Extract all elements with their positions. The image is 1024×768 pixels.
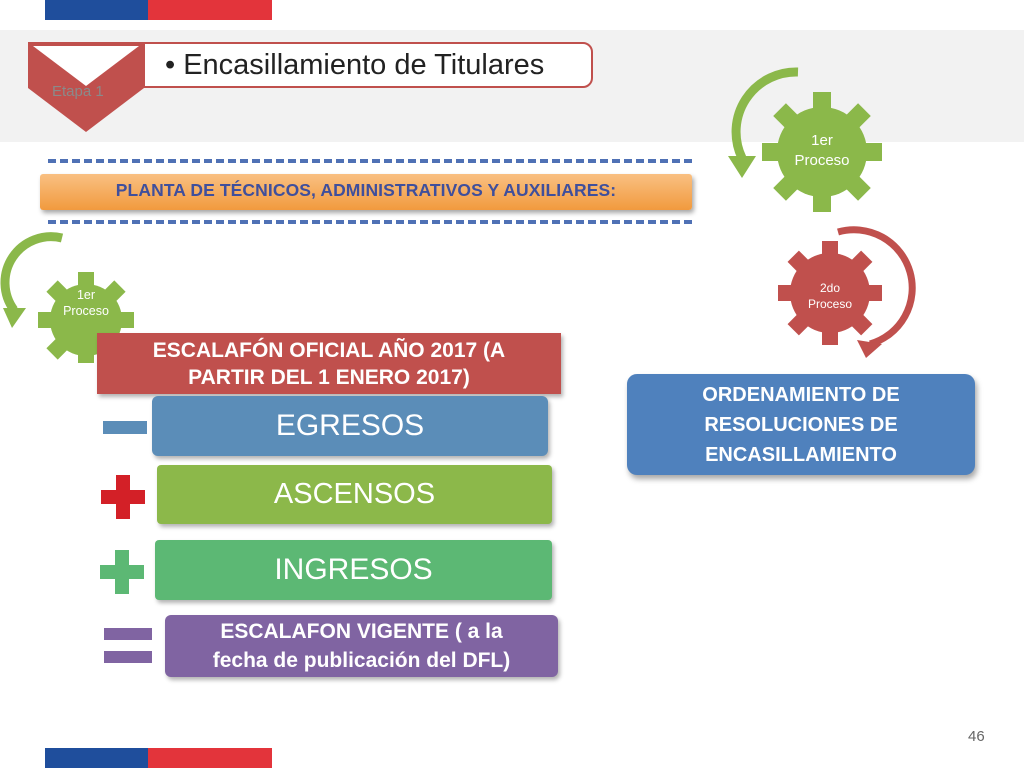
minus-icon — [103, 421, 147, 434]
equals-icon — [104, 628, 152, 664]
flag-bar-bottom — [45, 748, 272, 768]
ingresos-label: INGRESOS — [274, 553, 433, 586]
arrow-head-icon — [857, 340, 882, 358]
egresos-box: EGRESOS — [152, 396, 548, 456]
gear-right-group — [728, 67, 916, 358]
gear-right-second-label: 2do Proceso — [807, 281, 853, 311]
curved-arrow-icon — [837, 226, 916, 348]
dashed-divider-top — [48, 159, 692, 163]
escalafon-oficial-box: ESCALAFÓN OFICIAL AÑO 2017 (A PARTIR DEL… — [97, 333, 561, 394]
gear-left-label: 1er Proceso — [63, 288, 109, 318]
plus-icon-green — [100, 550, 144, 594]
dashed-divider-bottom — [48, 220, 692, 224]
escalafon-vigente-box: ESCALAFON VIGENTE ( a la fecha de public… — [165, 615, 558, 677]
arrow-head-icon — [728, 156, 756, 178]
etapa-label: Etapa 1 — [52, 83, 104, 100]
gear-right-first-label: 1er Proceso — [794, 132, 850, 169]
planta-label: PLANTA DE TÉCNICOS, ADMINISTRATIVOS Y AU… — [115, 180, 617, 200]
page-title: • Encasillamiento de Titulares — [165, 49, 545, 81]
egresos-label: EGRESOS — [275, 409, 425, 442]
plus-icon-red — [101, 475, 145, 519]
title-box: • Encasillamiento de Titulares — [143, 42, 593, 88]
etapa-chevron — [28, 42, 144, 132]
flag-bar-top — [45, 0, 272, 20]
page-number: 46 — [968, 728, 985, 745]
ascensos-label: ASCENSOS — [273, 478, 436, 510]
ordenamiento-box: ORDENAMIENTO DE RESOLUCIONES DE ENCASILL… — [627, 374, 975, 475]
curved-arrow-icon — [0, 232, 64, 313]
arrow-head-icon — [3, 308, 26, 328]
curved-arrow-icon — [731, 67, 799, 160]
planta-banner: PLANTA DE TÉCNICOS, ADMINISTRATIVOS Y AU… — [40, 174, 692, 210]
ascensos-box: ASCENSOS — [157, 465, 552, 524]
ingresos-box: INGRESOS — [155, 540, 552, 600]
